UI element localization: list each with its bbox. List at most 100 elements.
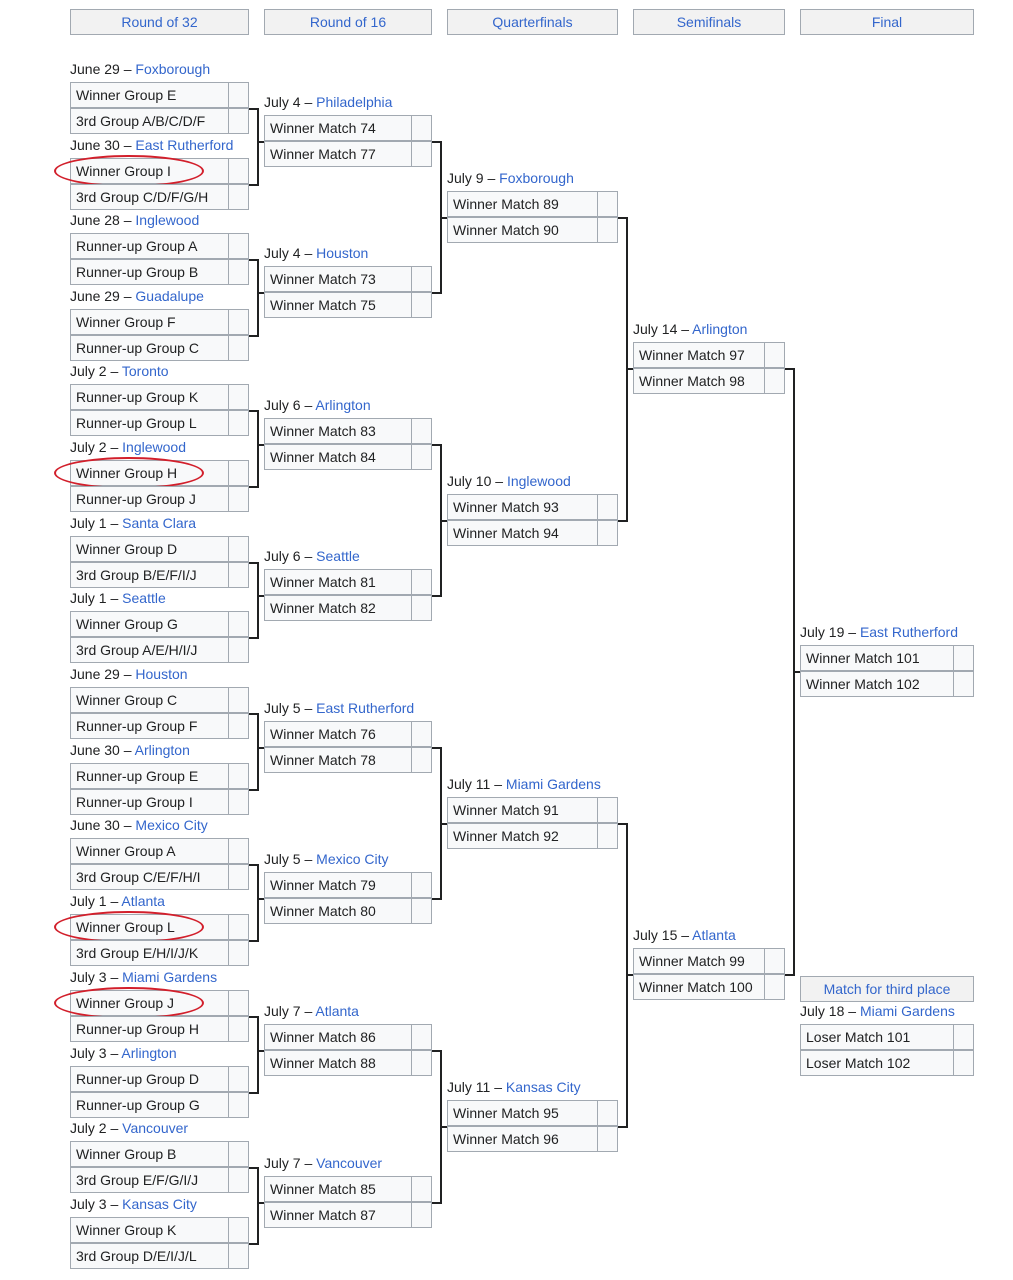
team-name: Winner Match 89	[453, 196, 559, 212]
venue-link[interactable]: Inglewood	[506, 473, 571, 489]
venue-link[interactable]: Miami Gardens	[122, 969, 218, 985]
date-separator: –	[300, 245, 317, 261]
match-date: June 29	[70, 666, 120, 682]
score-cell	[597, 798, 617, 822]
score-cell	[228, 260, 248, 284]
team-name: Winner Match 73	[270, 271, 376, 287]
score-cell	[411, 1177, 431, 1201]
highlight-circle	[54, 457, 204, 489]
third-place-match-team-slot: Loser Match 101	[800, 1024, 974, 1050]
venue-link[interactable]: Guadalupe	[135, 288, 204, 304]
score-cell	[411, 748, 431, 772]
venue-link[interactable]: Inglewood	[122, 439, 186, 455]
third-place-match-team-slot: Loser Match 102	[800, 1050, 974, 1076]
venue-link[interactable]: Kansas City	[122, 1196, 197, 1212]
date-separator: –	[106, 893, 122, 909]
score-cell	[597, 824, 617, 848]
venue-link[interactable]: Miami Gardens	[505, 776, 601, 792]
r32-match-date-venue: July 2 – Toronto	[70, 362, 169, 380]
bracket-connector	[257, 864, 259, 942]
qf-match-date-venue: July 9 – Foxborough	[447, 169, 574, 187]
score-cell	[228, 839, 248, 863]
bracket-connector	[618, 217, 626, 219]
venue-link[interactable]: Atlanta	[315, 1003, 359, 1019]
bracket-connector	[249, 486, 257, 488]
score-cell	[411, 1203, 431, 1227]
score-cell	[411, 445, 431, 469]
match-date: July 5	[264, 851, 301, 867]
venue-link[interactable]: Houston	[316, 245, 369, 261]
team-name: Runner-up Group H	[76, 1021, 199, 1037]
venue-link[interactable]: Toronto	[121, 363, 169, 379]
venue-link[interactable]: Miami Gardens	[859, 1003, 955, 1019]
score-cell	[228, 1168, 248, 1192]
bracket-connector	[440, 520, 447, 522]
date-separator: –	[490, 1079, 506, 1095]
date-separator: –	[844, 624, 860, 640]
venue-link[interactable]: Arlington	[134, 742, 190, 758]
venue-link[interactable]: Atlanta	[692, 927, 736, 943]
venue-link[interactable]: Inglewood	[135, 212, 200, 228]
date-separator: –	[119, 61, 136, 77]
venue-link[interactable]: Seattle	[316, 548, 360, 564]
r32-match-team-slot: Runner-up Group D	[70, 1066, 249, 1092]
score-cell	[228, 487, 248, 511]
final-match-team-slot: Winner Match 101	[800, 645, 974, 671]
bracket-connector	[257, 1202, 264, 1204]
match-date: July 4	[264, 94, 301, 110]
bracket-connector	[432, 292, 440, 294]
score-cell	[411, 1025, 431, 1049]
r16-match-team-slot: Winner Match 75	[264, 292, 432, 318]
venue-link[interactable]: East Rutherford	[859, 624, 958, 640]
venue-link[interactable]: East Rutherford	[135, 137, 234, 153]
bracket-connector	[249, 713, 257, 715]
bracket-connector	[432, 747, 440, 749]
venue-link[interactable]: East Rutherford	[316, 700, 415, 716]
bracket-connector	[249, 1016, 257, 1018]
team-name: 3rd Group A/B/C/D/F	[76, 113, 206, 129]
r16-match-team-slot: Winner Match 79	[264, 872, 432, 898]
venue-link[interactable]: Houston	[135, 666, 188, 682]
team-name: Winner Match 92	[453, 828, 559, 844]
bracket-connector	[249, 108, 257, 110]
bracket-connector	[257, 898, 264, 900]
r16-match-team-slot: Winner Match 76	[264, 721, 432, 747]
bracket-connector	[249, 410, 257, 412]
r16-match-team-slot: Winner Match 82	[264, 595, 432, 621]
score-cell	[597, 1127, 617, 1151]
score-cell	[411, 570, 431, 594]
sf-match-date-venue: July 15 – Atlanta	[633, 926, 736, 944]
venue-link[interactable]: Foxborough	[135, 61, 211, 77]
match-date: July 18	[800, 1003, 845, 1019]
venue-link[interactable]: Foxborough	[499, 170, 574, 186]
r32-match-date-venue: July 3 – Miami Gardens	[70, 968, 217, 986]
team-name: Runner-up Group L	[76, 415, 197, 431]
score-cell	[228, 159, 248, 183]
venue-link[interactable]: Mexico City	[316, 851, 389, 867]
r32-match-team-slot: Winner Group D	[70, 536, 249, 562]
venue-link[interactable]: Seattle	[122, 590, 166, 606]
venue-link[interactable]: Vancouver	[122, 1120, 189, 1136]
bracket-connector	[618, 1126, 626, 1128]
bracket-connector	[785, 974, 793, 976]
sf-match-team-slot: Winner Match 99	[633, 948, 785, 974]
venue-link[interactable]: Mexico City	[135, 817, 208, 833]
venue-link[interactable]: Arlington	[692, 321, 748, 337]
venue-link[interactable]: Kansas City	[505, 1079, 581, 1095]
bracket-connector	[618, 520, 626, 522]
venue-link[interactable]: Arlington	[315, 397, 371, 413]
team-name: 3rd Group B/E/F/I/J	[76, 567, 197, 583]
venue-link[interactable]: Atlanta	[121, 893, 165, 909]
venue-link[interactable]: Santa Clara	[122, 515, 197, 531]
date-separator: –	[106, 363, 122, 379]
qf-match-team-slot: Winner Match 96	[447, 1126, 618, 1152]
score-cell	[411, 142, 431, 166]
score-cell	[953, 1051, 973, 1075]
venue-link[interactable]: Philadelphia	[316, 94, 393, 110]
venue-link[interactable]: Vancouver	[316, 1155, 383, 1171]
venue-link[interactable]: Arlington	[121, 1045, 177, 1061]
date-separator: –	[106, 515, 123, 531]
score-cell	[411, 293, 431, 317]
team-name: Winner Match 77	[270, 146, 376, 162]
match-date: July 6	[264, 548, 301, 564]
